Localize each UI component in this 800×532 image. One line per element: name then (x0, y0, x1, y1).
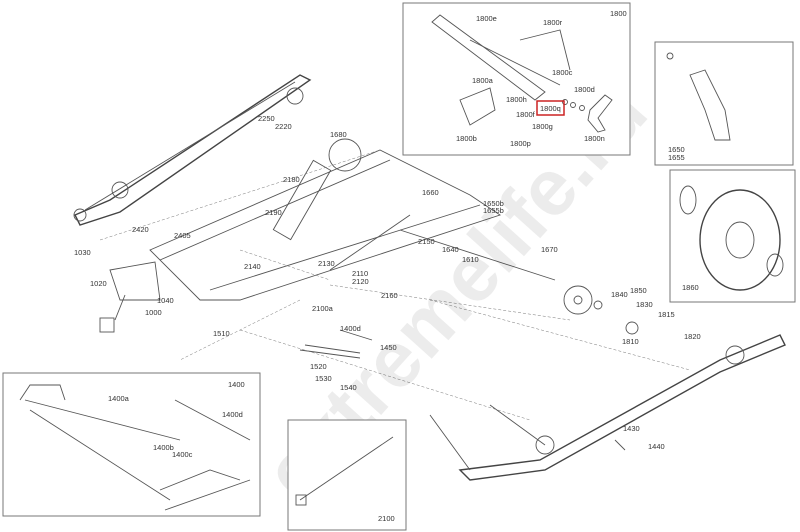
inset-front-arm-1400: 1400 1400a 1400d 1400b 1400c (2, 372, 261, 517)
label-1030: 1030 (74, 248, 91, 257)
label-1800: 1800 (610, 9, 627, 18)
label-1540: 1540 (340, 383, 357, 392)
label-1660: 1660 (422, 188, 439, 197)
label-2120: 2120 (352, 277, 369, 286)
label-1640: 1640 (442, 245, 459, 254)
label-1850: 1850 (630, 286, 647, 295)
label-1800g: 1800g (532, 122, 553, 131)
label-1610: 1610 (462, 255, 479, 264)
label-1430: 1430 (623, 424, 640, 433)
label-2190: 2190 (265, 208, 282, 217)
label-1800q[interactable]: 1800q (540, 104, 561, 113)
label-1400: 1400 (228, 380, 245, 389)
label-1530: 1530 (315, 374, 332, 383)
label-2405: 2405 (174, 231, 191, 240)
label-1450: 1450 (380, 343, 397, 352)
label-2110: 2110 (352, 269, 368, 278)
inset-stopper-1650: 1650 1655 (654, 41, 794, 166)
shaft-1670 (399, 229, 556, 281)
label-1800h: 1800h (506, 95, 527, 104)
label-1860: 1860 (682, 283, 699, 292)
label-2130: 2130 (318, 259, 335, 268)
label-1800n: 1800n (584, 134, 605, 143)
label-1650b: 1650b (483, 199, 504, 208)
label-1815: 1815 (658, 310, 675, 319)
label-1655: 1655 (668, 153, 685, 162)
shock-absorber (272, 159, 332, 241)
shock-spring-plate (328, 138, 362, 172)
label-2100: 2100 (378, 514, 395, 523)
label-1680: 1680 (330, 130, 347, 139)
label-1800d: 1800d (574, 85, 595, 94)
label-1810: 1810 (622, 337, 639, 346)
main-frame (149, 149, 502, 301)
inset-rear-arm-1800: 1800 1800e 1800r 1800c 1800d 1800a 1800h… (402, 2, 631, 156)
shaft-1510 (299, 344, 361, 359)
inset-cable-2100: 2100 (287, 419, 407, 531)
label-1830: 1830 (636, 300, 653, 309)
label-1655b: 1655b (483, 206, 504, 215)
label-1800c: 1800c (552, 68, 573, 77)
front-rail (74, 74, 312, 226)
label-1800b: 1800b (456, 134, 477, 143)
label-1800f: 1800f (516, 110, 536, 119)
front-arm (109, 261, 161, 301)
label-2160: 2160 (381, 291, 398, 300)
label-1400d: 1400d (340, 324, 361, 333)
rear-rail (458, 334, 786, 481)
label-2100a: 2100a (312, 304, 334, 313)
label-1650: 1650 (668, 145, 685, 154)
label-1820: 1820 (684, 332, 701, 341)
label-1400c: 1400c (172, 450, 193, 459)
highlight-box (536, 100, 565, 116)
label-1840: 1840 (611, 290, 628, 299)
label-2140: 2140 (244, 262, 261, 271)
front-idler-wheel (286, 87, 304, 105)
label-1400d-inset: 1400d (222, 410, 243, 419)
label-1440: 1440 (648, 442, 665, 451)
label-1670: 1670 (541, 245, 558, 254)
label-1520: 1520 (310, 362, 327, 371)
idler-wheel (563, 285, 593, 315)
label-2150: 2150 (418, 237, 435, 246)
label-1800r: 1800r (543, 18, 563, 27)
label-1510: 1510 (213, 329, 230, 338)
label-2180: 2180 (283, 175, 300, 184)
label-2420: 2420 (132, 225, 149, 234)
label-1000: 1000 (145, 308, 162, 317)
label-1400a: 1400a (108, 394, 130, 403)
label-1040: 1040 (157, 296, 174, 305)
label-1020: 1020 (90, 279, 107, 288)
label-1800a: 1800a (472, 76, 494, 85)
inset-wheel-1860: 1860 (669, 169, 796, 303)
label-1800p: 1800p (510, 139, 531, 148)
label-2220: 2220 (275, 122, 292, 131)
label-1800e: 1800e (476, 14, 497, 23)
main-assembly (73, 74, 786, 481)
label-1400b: 1400b (153, 443, 174, 452)
label-2250: 2250 (258, 114, 275, 123)
